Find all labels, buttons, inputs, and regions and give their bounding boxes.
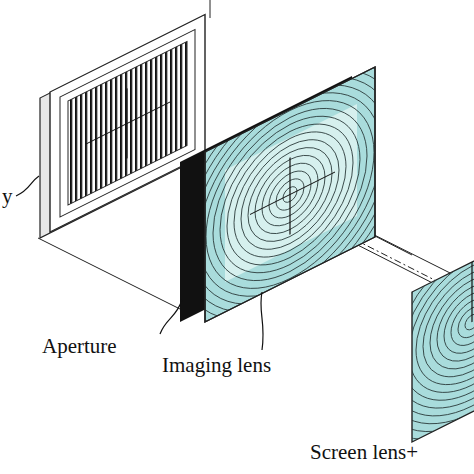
lens-ring (412, 228, 474, 417)
part-label: Imaging lens (162, 355, 271, 376)
screen-lens (325, 102, 474, 474)
lens-ring (412, 207, 474, 442)
lens-ring (412, 207, 474, 442)
lens-ring (423, 249, 474, 396)
leader-lines (16, 176, 263, 350)
lens-ring (437, 270, 474, 375)
lens-ring (234, 111, 346, 279)
imaging-lens (164, 6, 416, 384)
lens-ring (416, 238, 474, 406)
lens-ring (444, 280, 474, 364)
lens-ring (205, 67, 375, 322)
lens-ring (205, 67, 375, 322)
lens-ring (412, 207, 474, 442)
lens-ring (451, 291, 474, 354)
lens-ring (227, 100, 353, 289)
lens-ring (465, 312, 474, 333)
lens-ring (205, 67, 375, 322)
lens-ring (412, 207, 474, 442)
part-label: Screen lens+ (310, 442, 418, 463)
lens-ring (213, 79, 367, 310)
lens-ring (255, 142, 325, 247)
lens-ring (412, 207, 474, 442)
lens-ring (262, 153, 318, 237)
lens-ring (248, 132, 332, 258)
lens-ring (412, 207, 474, 442)
frame-lines (38, 0, 474, 310)
lens-ring (220, 90, 360, 300)
lens-ring (205, 67, 375, 322)
lens-ring (412, 207, 474, 442)
lens-ring (412, 207, 474, 438)
lens-ring (430, 259, 474, 385)
lens-ring (412, 207, 474, 442)
lens-ring (206, 69, 374, 321)
lens-ring (205, 67, 375, 322)
lens-ring (412, 207, 474, 442)
lens-ring (412, 207, 474, 442)
lens-ring (412, 217, 474, 427)
part-label: Aperture (42, 336, 117, 357)
part-label: y (2, 186, 13, 207)
lens-ring (205, 67, 375, 322)
